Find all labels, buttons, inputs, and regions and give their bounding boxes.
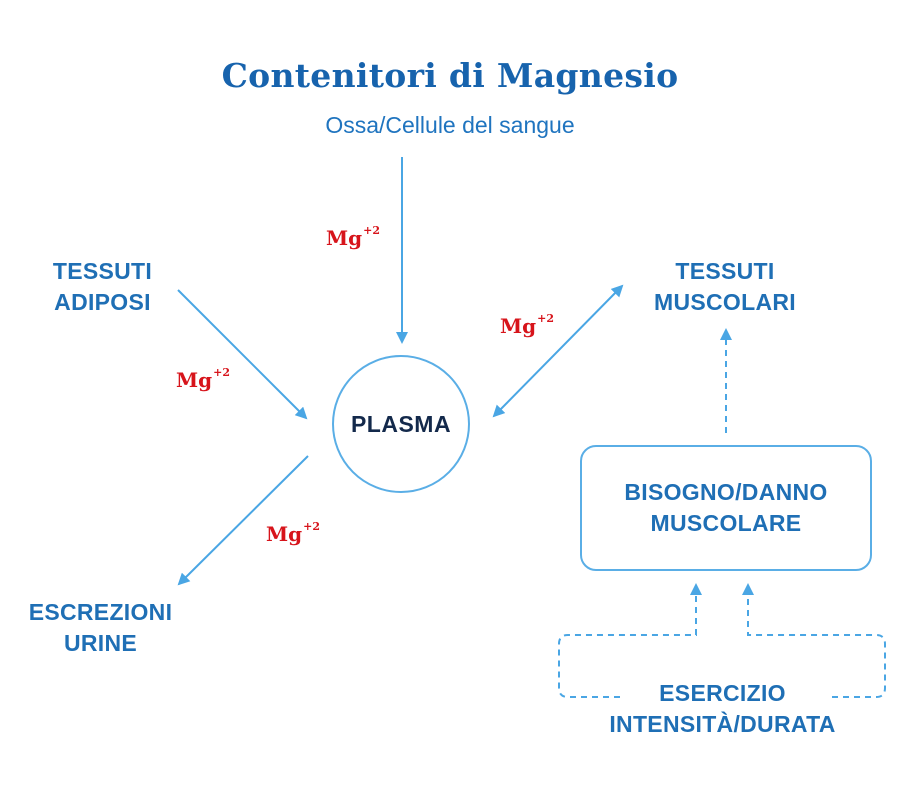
mg-base: Mg xyxy=(176,368,213,392)
node-bisogno-line1: BISOGNO/DANNO xyxy=(624,479,828,505)
mg-base: Mg xyxy=(266,522,303,546)
node-tessuti-adiposi-line1: TESSUTI xyxy=(52,258,153,284)
node-esercizio-line2: INTENSITÀ/DURATA xyxy=(609,711,836,737)
mg-label-muscolari: Mg+2 xyxy=(500,312,554,338)
node-tessuti-muscolari: TESSUTI MUSCOLARI xyxy=(625,256,825,318)
esercizio-bracket-right xyxy=(742,583,886,698)
mg-label-adiposi: Mg+2 xyxy=(176,366,230,392)
node-escrezioni-line1: ESCREZIONI xyxy=(28,599,173,625)
arrow-adiposi-to-plasma xyxy=(177,289,308,420)
diagram-title: Contenitori di Magnesio xyxy=(221,56,679,95)
mg-charge: +2 xyxy=(363,224,380,238)
node-tessuti-muscolari-line1: TESSUTI xyxy=(675,258,775,284)
node-esercizio: ESERCIZIO INTENSITÀ/DURATA xyxy=(570,678,875,740)
node-tessuti-adiposi-line2: ADIPOSI xyxy=(54,289,151,315)
mg-charge: +2 xyxy=(303,520,320,534)
esercizio-bracket xyxy=(558,583,702,698)
plasma-node: PLASMA xyxy=(332,355,470,493)
arrow-plasma-muscolari-bidirectional xyxy=(492,284,624,418)
node-escrezioni-line2: URINE xyxy=(63,630,138,656)
mg-charge: +2 xyxy=(213,366,230,380)
node-esercizio-line1: ESERCIZIO xyxy=(659,680,786,706)
mg-base: Mg xyxy=(500,314,537,338)
mg-charge: +2 xyxy=(537,312,554,326)
mg-base: Mg xyxy=(326,226,363,250)
diagram-subtitle: Ossa/Cellule del sangue xyxy=(325,112,575,138)
mg-label-escrezioni: Mg+2 xyxy=(266,520,320,546)
mg-label-top: Mg+2 xyxy=(326,224,380,250)
arrow-plasma-to-escrezioni xyxy=(177,455,309,586)
node-bisogno-line2: MUSCOLARE xyxy=(650,510,802,536)
node-tessuti-adiposi: TESSUTI ADIPOSI xyxy=(20,256,185,318)
plasma-label: PLASMA xyxy=(350,410,452,437)
node-tessuti-muscolari-line2: MUSCOLARI xyxy=(654,289,796,315)
node-bisogno-danno: BISOGNO/DANNO MUSCOLARE xyxy=(580,445,872,571)
node-escrezioni-urine: ESCREZIONI URINE xyxy=(8,597,193,659)
